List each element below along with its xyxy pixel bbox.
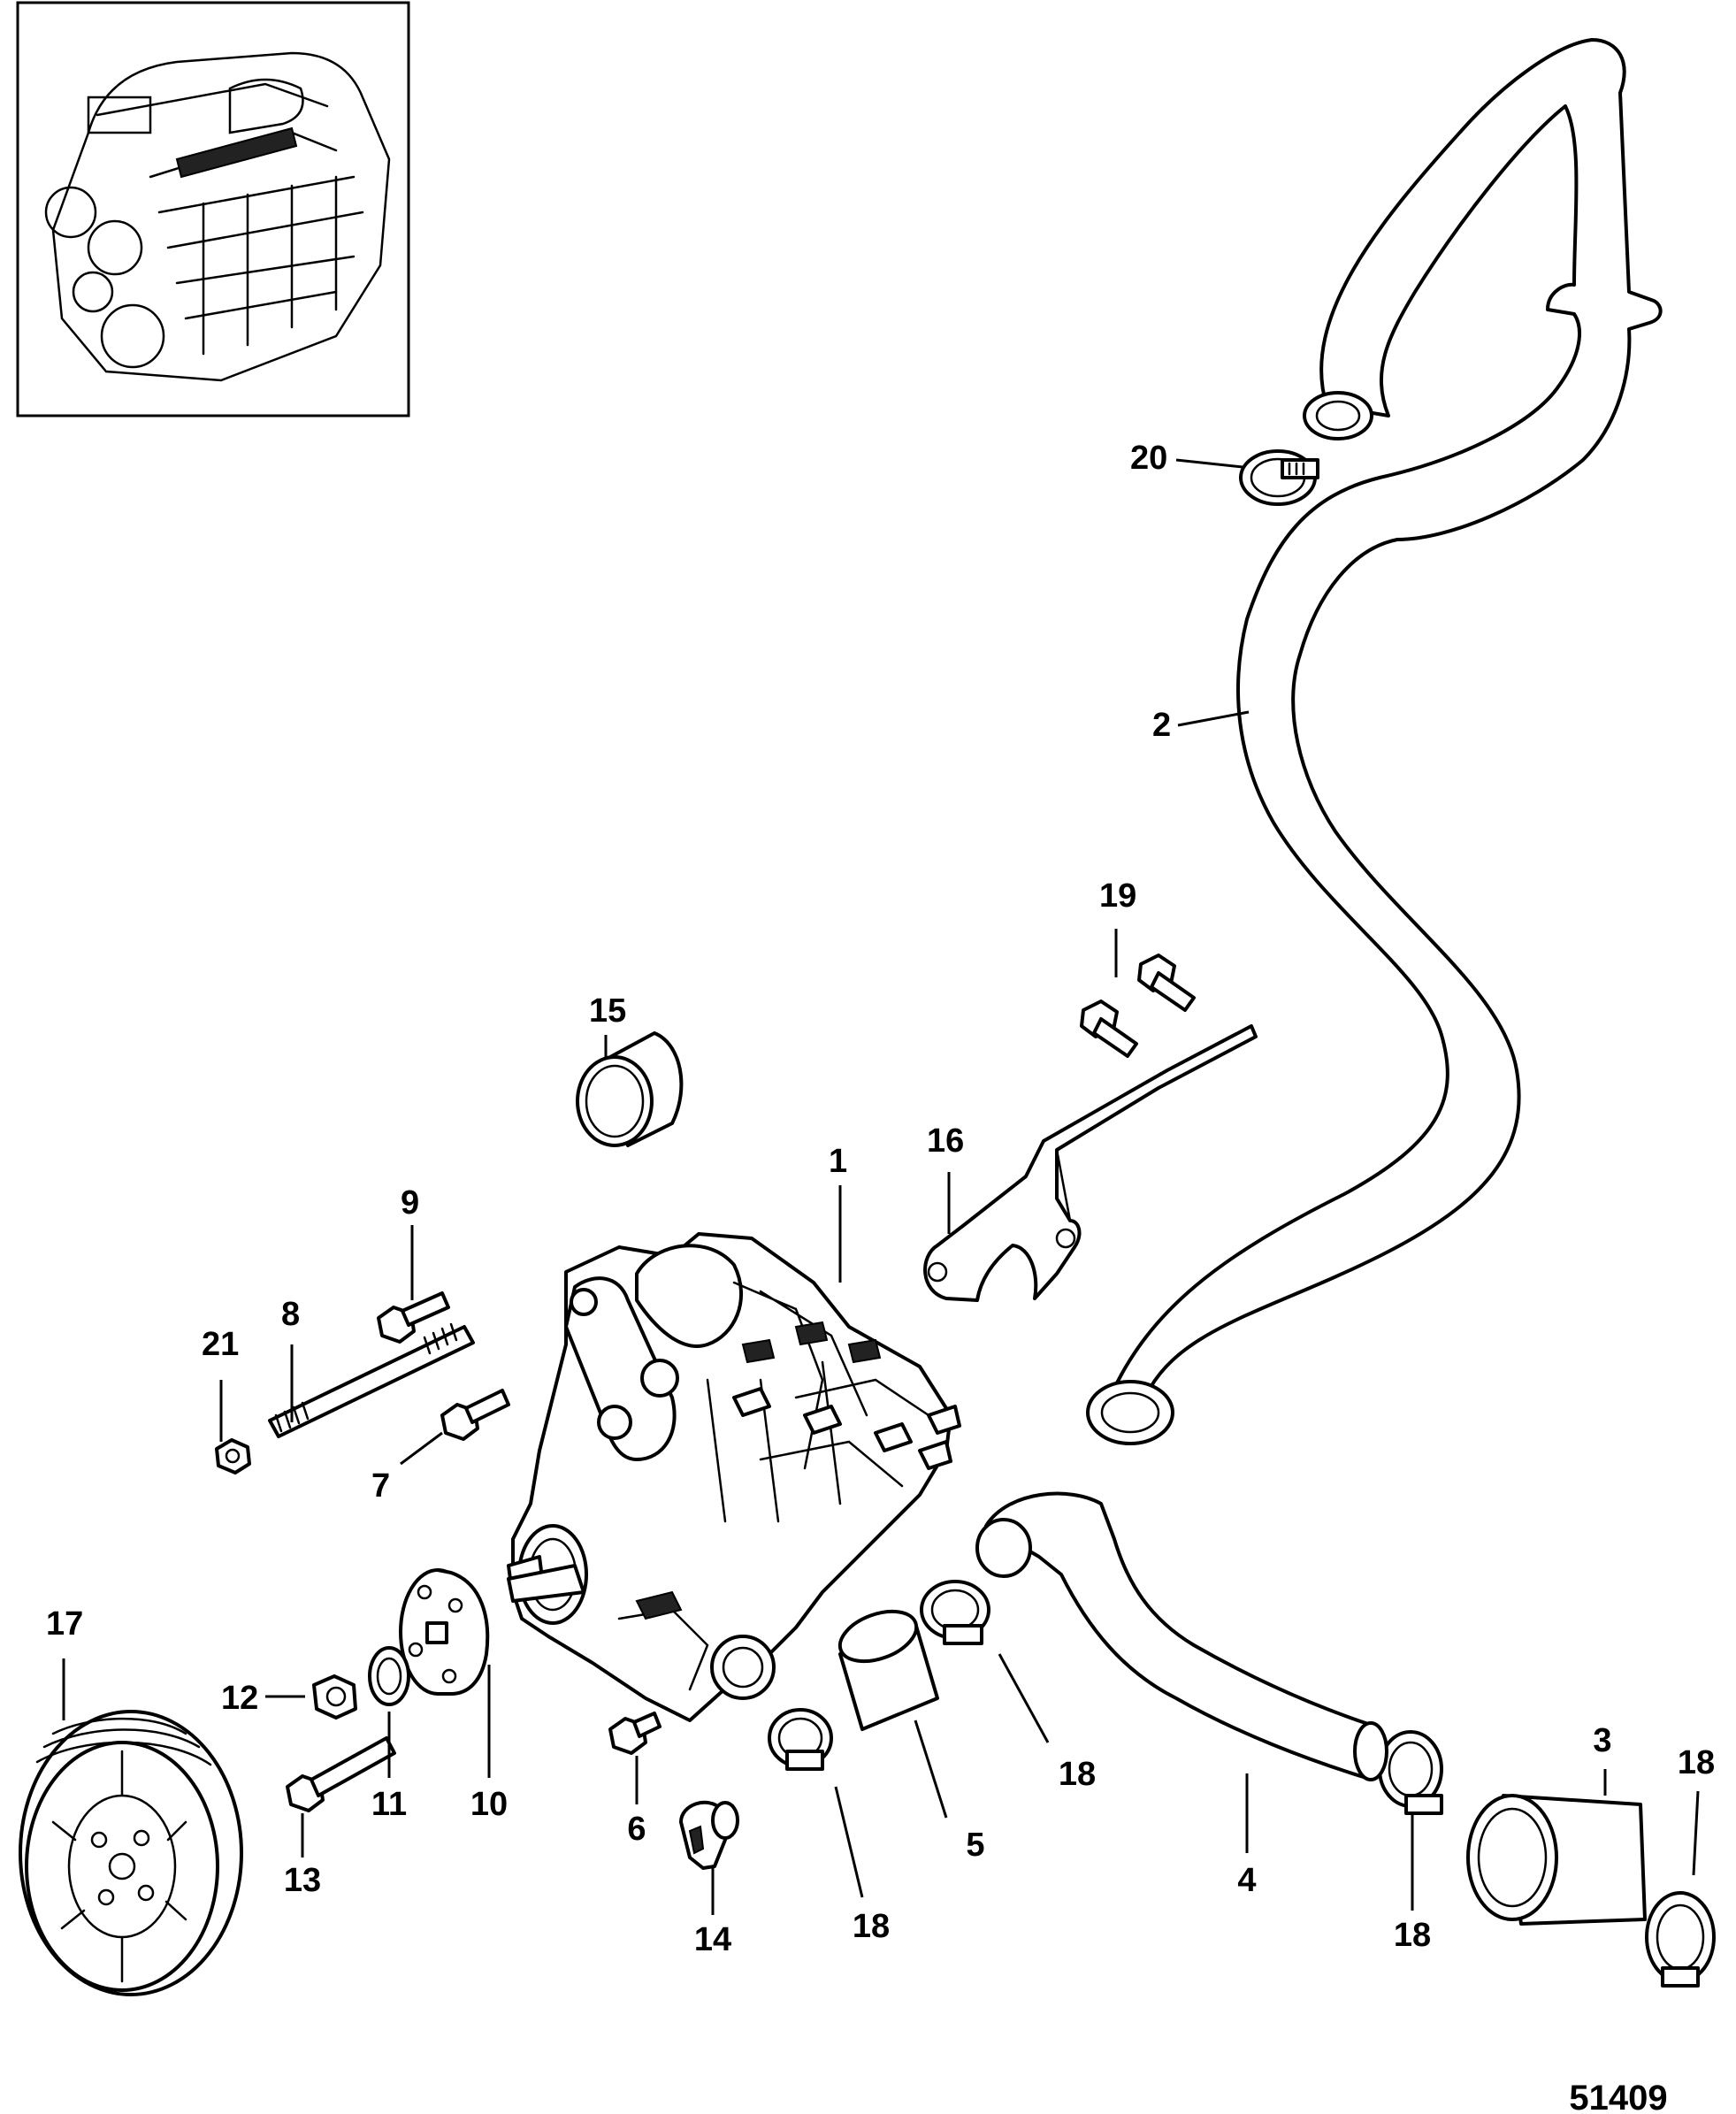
callout-3: 3 xyxy=(1593,1722,1611,1759)
callout-19: 19 xyxy=(1099,877,1136,915)
part-10-hub xyxy=(399,1568,490,1696)
part-1-pump-housing xyxy=(507,1232,961,1722)
part-18-clamp-c xyxy=(1378,1730,1443,1815)
callout-18-c: 18 xyxy=(1394,1917,1431,1954)
part-13-bolt xyxy=(286,1736,396,1812)
part-11-washer xyxy=(368,1646,410,1706)
callout-21: 21 xyxy=(202,1326,239,1363)
engine-locator-inset xyxy=(16,1,410,417)
callout-18-b: 18 xyxy=(1059,1756,1096,1793)
callout-4: 4 xyxy=(1237,1862,1256,1899)
part-21-nut xyxy=(215,1438,251,1474)
callout-18-a: 18 xyxy=(853,1908,890,1945)
part-3-coupler xyxy=(1466,1794,1647,1926)
part-18-clamp-d xyxy=(1645,1891,1716,1988)
part-6-bolt xyxy=(608,1712,662,1755)
part-14-fitting xyxy=(679,1800,739,1870)
callout-12: 12 xyxy=(221,1680,258,1717)
callout-11: 11 xyxy=(371,1786,407,1823)
callout-10: 10 xyxy=(470,1786,508,1823)
callout-9: 9 xyxy=(401,1184,419,1222)
callout-5: 5 xyxy=(966,1827,984,1864)
callout-1: 1 xyxy=(829,1143,847,1180)
callout-8: 8 xyxy=(281,1296,300,1333)
part-17-pulley xyxy=(19,1710,243,1996)
engine-sketch xyxy=(44,51,391,382)
callout-2: 2 xyxy=(1152,707,1171,744)
part-4-lower-hose xyxy=(975,1491,1388,1781)
part-12-nut xyxy=(312,1674,357,1720)
callout-7: 7 xyxy=(371,1467,390,1505)
part-9-bolt xyxy=(377,1291,450,1344)
callout-15: 15 xyxy=(589,992,626,1030)
callout-14: 14 xyxy=(694,1921,731,1958)
part-2-upper-hose xyxy=(1086,38,1663,1445)
callout-17: 17 xyxy=(46,1605,83,1643)
callout-labels: 20 2 19 15 16 1 9 8 21 7 17 12 11 10 13 … xyxy=(46,440,1715,2114)
callout-18-d: 18 xyxy=(1678,1744,1715,1781)
bolt-icon xyxy=(1080,1000,1138,1058)
part-18-clamp-b xyxy=(920,1580,990,1645)
bolt-icon xyxy=(1137,954,1196,1012)
callout-20: 20 xyxy=(1130,440,1167,477)
figure-number: 51409 xyxy=(1569,2079,1667,2114)
part-8-stud xyxy=(268,1322,475,1438)
part-15-plug xyxy=(576,1031,684,1147)
part-18-clamp-a xyxy=(768,1708,833,1771)
callout-6: 6 xyxy=(627,1811,646,1848)
part-20-hose-clamp xyxy=(1239,449,1319,506)
part-16-bracket xyxy=(923,1024,1258,1302)
part-7-bolt xyxy=(440,1389,510,1441)
callout-16: 16 xyxy=(927,1122,964,1160)
callout-13: 13 xyxy=(284,1862,321,1899)
part-19-bolts xyxy=(1080,954,1196,1058)
part-5-coupler xyxy=(837,1609,939,1731)
leader-lines xyxy=(62,458,1700,1915)
